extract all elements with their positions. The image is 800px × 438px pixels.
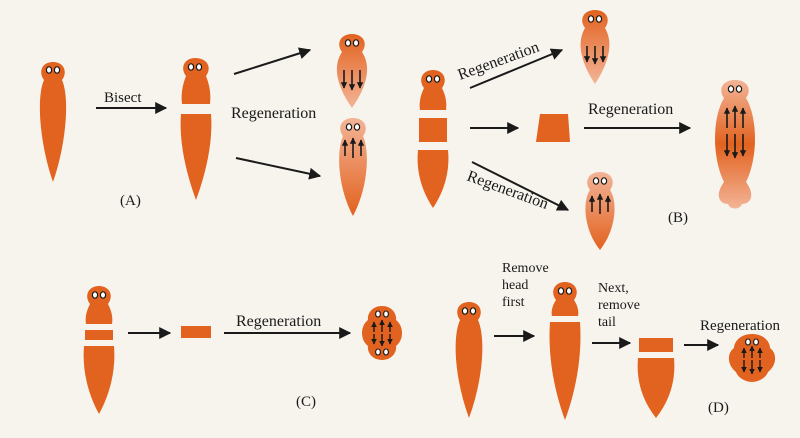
panel-c: Regeneration (C)	[83, 286, 402, 414]
regenerated-head-worm-b	[580, 10, 610, 84]
worm-c-thin-slice	[85, 330, 113, 340]
worm-trisected-middle	[419, 118, 447, 142]
worm-bisected-tail	[180, 114, 212, 200]
worm-d-tail-piece	[637, 358, 675, 418]
polarity-arrows-bidirectional	[723, 105, 747, 159]
arrow-to-tail-regen	[235, 157, 322, 180]
worm-bisected-head	[181, 58, 211, 104]
arrow-b-bottom	[471, 161, 570, 211]
arrow-to-head-regen	[233, 47, 312, 75]
remove-tail-label: Next, remove tail	[598, 281, 643, 330]
worm-c-head	[85, 286, 113, 324]
panel-d-label: (D)	[708, 400, 729, 416]
panel-b-label: (B)	[668, 210, 688, 226]
slice-fragment-c	[181, 326, 211, 338]
worm-whole-d	[455, 302, 483, 418]
worm-whole-a	[39, 62, 67, 182]
regeneration-label-d: Regeneration	[700, 318, 780, 334]
regeneration-label-b-middle: Regeneration	[588, 101, 673, 118]
panel-c-label: (C)	[296, 394, 316, 410]
regeneration-label-a: Regeneration	[231, 105, 316, 122]
panel-b: Regeneration Regeneration Regeneration	[417, 10, 755, 250]
regenerated-head-worm-a	[336, 34, 368, 108]
arrow-b-top	[469, 48, 564, 89]
worm-d-body	[549, 322, 581, 420]
worm-trisected-tail	[417, 150, 449, 208]
panel-a-label: (A)	[120, 193, 141, 209]
remove-head-label: Remove head first	[502, 261, 552, 310]
worm-trisected-head	[419, 70, 447, 110]
regenerated-tail-worm-b	[585, 172, 615, 250]
worm-d-head-piece	[551, 282, 579, 316]
regeneration-label-b-bottom: Regeneration	[465, 168, 551, 213]
polarity-arrows-c	[371, 319, 393, 347]
polarity-arrows-d	[741, 345, 763, 375]
polarity-arrows-up	[341, 137, 365, 158]
worm-d-middle-piece	[639, 338, 673, 352]
regenerated-two-headed-worm-b	[715, 80, 755, 209]
regenerated-tail-worm-a	[339, 118, 367, 216]
bisect-label: Bisect	[104, 90, 142, 106]
regenerated-two-headed-worm-c	[362, 306, 402, 360]
regeneration-label-c: Regeneration	[236, 313, 321, 330]
worm-c-tail	[83, 346, 115, 414]
middle-fragment-b	[536, 114, 570, 142]
panel-a: Bisect Regeneration	[39, 34, 368, 216]
polarity-arrows-down-b	[583, 46, 607, 65]
panel-d: Remove head first Next, remove tail Rege…	[455, 261, 780, 420]
regenerated-two-headed-worm-d	[728, 334, 776, 382]
polarity-arrows-up-b	[588, 193, 612, 214]
polarity-arrows-down	[340, 70, 364, 91]
